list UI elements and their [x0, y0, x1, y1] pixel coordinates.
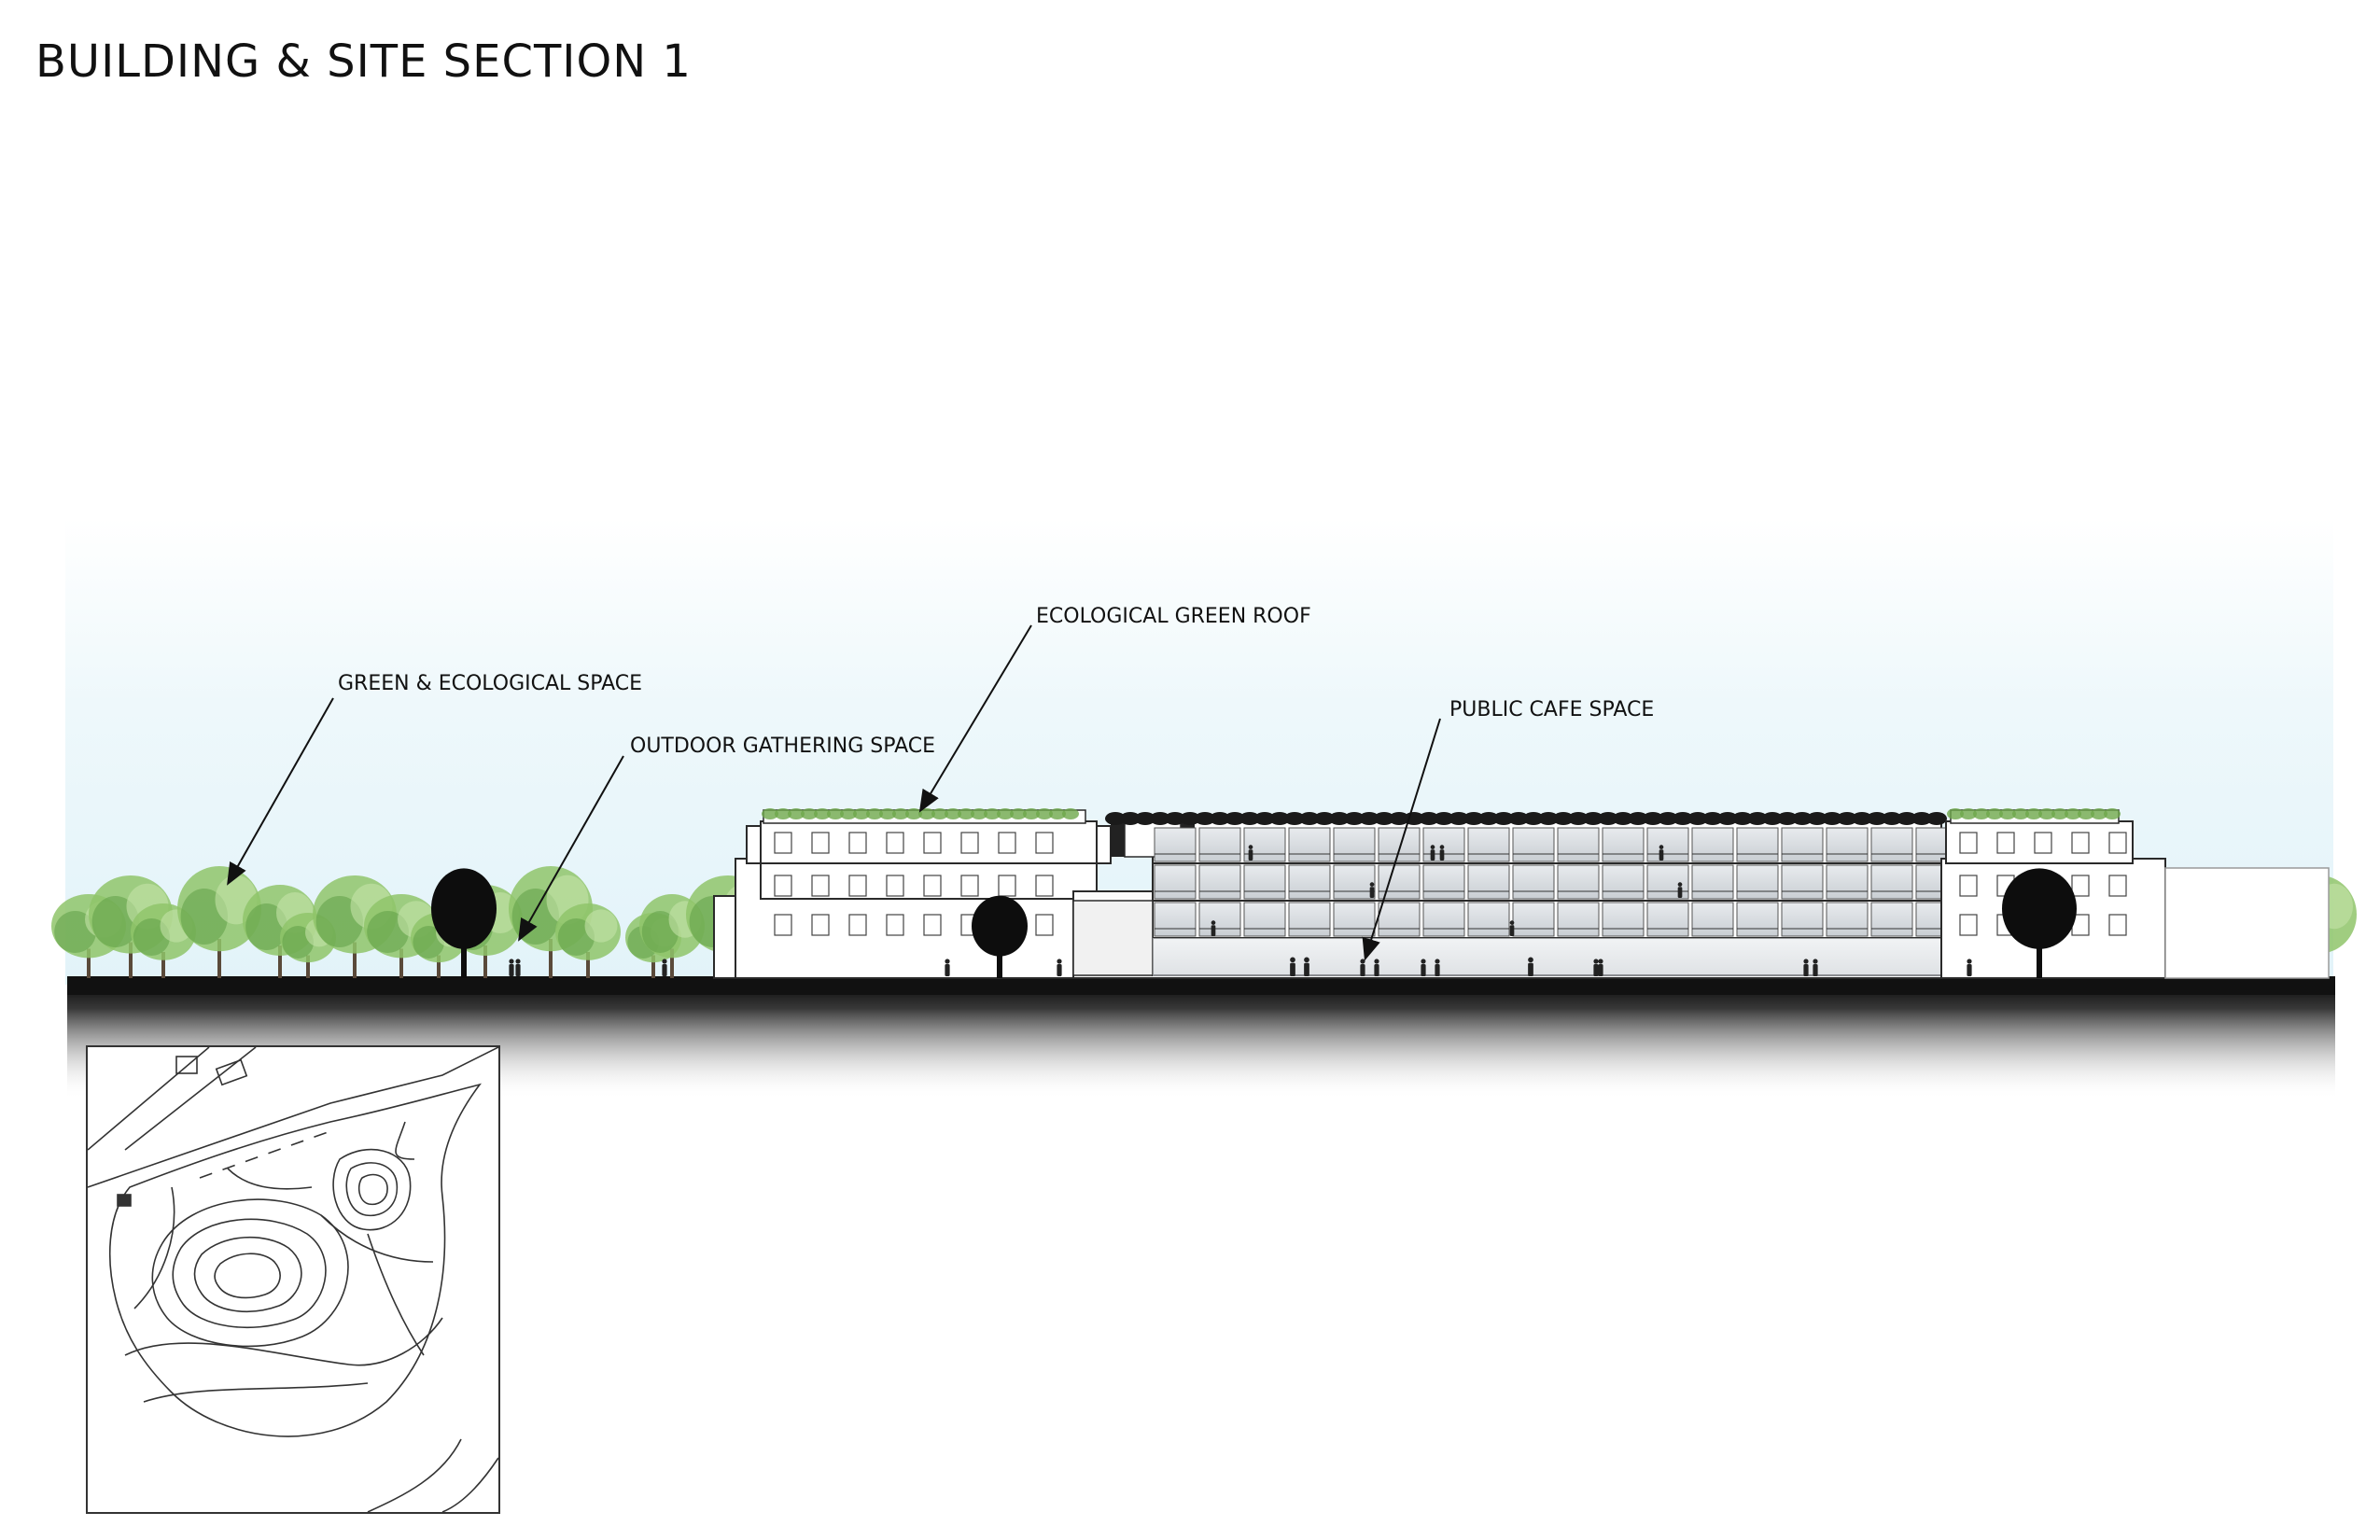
- person-icon: [515, 959, 521, 976]
- arrow-icon: [227, 697, 334, 886]
- person-icon: [1677, 882, 1683, 898]
- callout-green-roof: ECOLOGICAL GREEN ROOF: [1036, 605, 1311, 628]
- tree-icon: [555, 903, 621, 978]
- person-icon: [1659, 845, 1664, 861]
- person-icon: [1593, 959, 1599, 976]
- person-icon: [1598, 959, 1603, 976]
- tree-icon: [431, 868, 497, 978]
- tree-icon: [2002, 868, 2077, 978]
- green-roof-center: [1105, 812, 1947, 825]
- key-plan-drawing: [87, 1046, 499, 1513]
- tree-icon: [131, 903, 196, 978]
- ground-line: [67, 976, 2335, 995]
- person-icon: [662, 959, 667, 976]
- person-icon: [945, 959, 950, 976]
- person-icon: [1439, 845, 1445, 861]
- foreground-trees: [431, 868, 2077, 978]
- person-icon: [1421, 959, 1426, 976]
- person-icon: [1435, 959, 1440, 976]
- person-icon: [1360, 959, 1365, 976]
- person-icon: [1509, 920, 1515, 936]
- person-icon: [1369, 882, 1375, 898]
- arrow-icon: [1362, 718, 1441, 961]
- tree-icon: [177, 866, 261, 978]
- person-icon: [1057, 959, 1062, 976]
- callout-outdoor-gathering: OUTDOOR GATHERING SPACE: [630, 735, 936, 758]
- arrow-icon: [918, 624, 1032, 813]
- person-icon: [1813, 959, 1818, 976]
- callout-public-cafe: PUBLIC CAFE SPACE: [1449, 698, 1655, 721]
- person-icon: [1528, 957, 1533, 976]
- arrow-icon: [518, 755, 624, 942]
- person-icon: [1304, 957, 1309, 976]
- person-icon: [1430, 845, 1435, 861]
- sheet-title: BUILDING & SITE SECTION 1: [35, 35, 692, 88]
- person-icon: [1967, 959, 1972, 976]
- person-icon: [1290, 957, 1295, 976]
- people-figures: [509, 845, 1972, 976]
- person-icon: [509, 959, 514, 976]
- building-elevation: [713, 808, 2330, 979]
- green-roof-left: [762, 808, 1079, 819]
- person-icon: [1374, 959, 1379, 976]
- person-icon: [1803, 959, 1809, 976]
- person-icon: [1211, 920, 1216, 936]
- callout-green-space: GREEN & ECOLOGICAL SPACE: [338, 672, 643, 695]
- tree-icon: [972, 895, 1028, 978]
- windows-left-wing: [774, 832, 1054, 936]
- green-roof-right: [1947, 808, 2121, 819]
- person-icon: [1248, 845, 1253, 861]
- key-plan: [86, 1045, 500, 1514]
